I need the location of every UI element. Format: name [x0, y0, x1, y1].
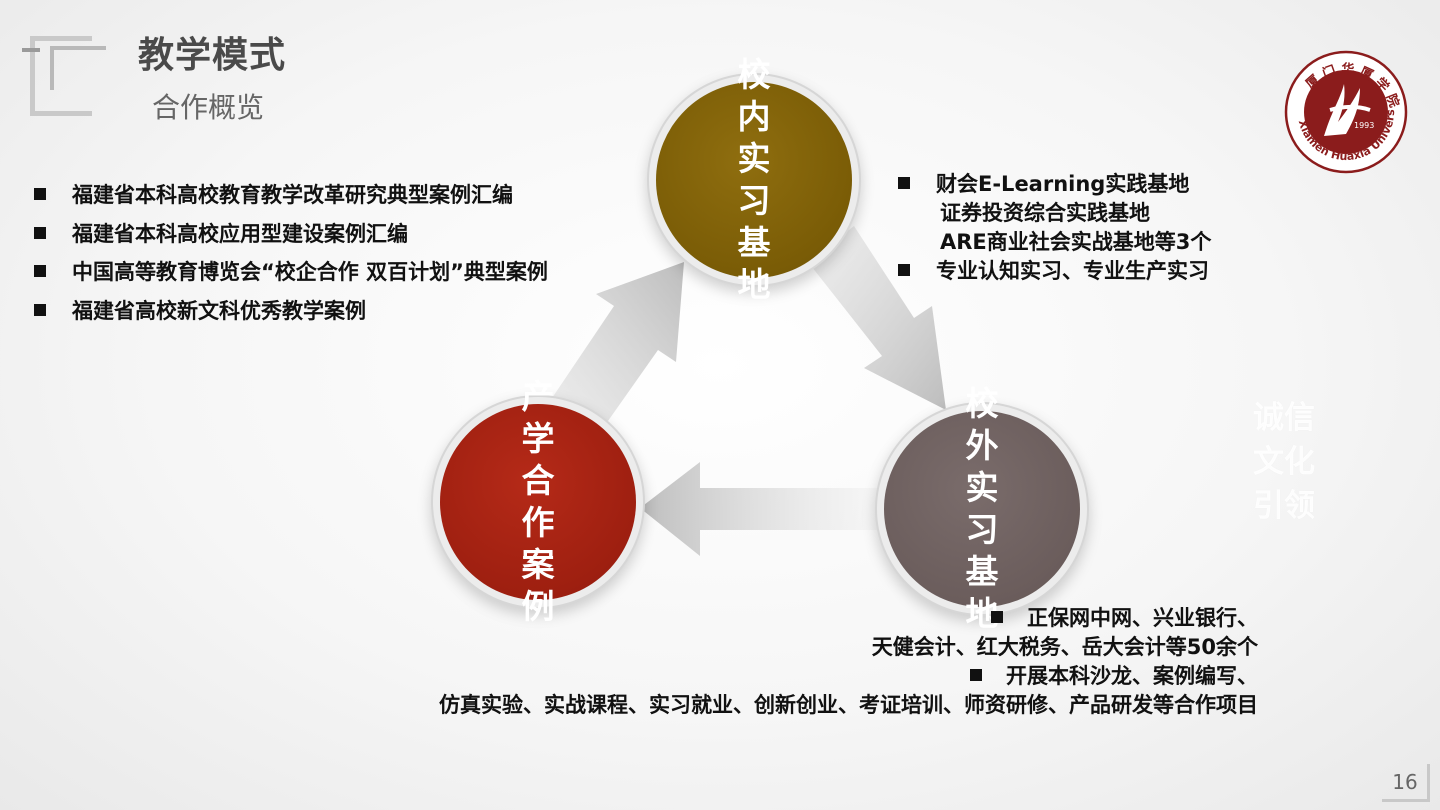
header-deco-inner — [50, 46, 106, 90]
bullet-square-icon — [898, 177, 910, 189]
circle-label: 产学合作案例 — [521, 377, 555, 626]
list-item-text: 中国高等教育博览会“校企合作 双百计划”典型案例 — [72, 260, 548, 284]
list-item: 开展本科沙龙、案例编写、 — [300, 662, 1258, 691]
list-item-text: 福建省本科高校应用型建设案例汇编 — [72, 221, 408, 246]
bullet-square-icon — [34, 303, 46, 316]
list-item-text: 财会E-Learning实践基地 — [936, 172, 1190, 196]
circle-industry-cases: 产学合作案例 — [440, 377, 636, 626]
circle-label: 校内实习基地 — [737, 55, 771, 304]
watermark-text: 诚信文化引领 — [1253, 400, 1315, 524]
svg-text:1993: 1993 — [1354, 121, 1374, 130]
bullet-square-icon — [898, 264, 910, 276]
arrow-to-right — [808, 226, 946, 410]
circle-oncampus-base: 校内实习基地 — [656, 55, 852, 304]
page-number: 16 — [1392, 770, 1418, 794]
list-item: 福建省本科高校应用型建设案例汇编 — [34, 215, 548, 254]
header-deco-frame — [30, 36, 92, 116]
list-item: 正保网中网、兴业银行、 — [300, 604, 1258, 633]
list-item: 福建省高校新文科优秀教学案例 — [34, 292, 548, 331]
list-item-continuation: 仿真实验、实战课程、实习就业、创新创业、考证培训、师资研修、产品研发等合作项目 — [439, 693, 1258, 717]
header-deco-bar — [22, 48, 40, 52]
bullet-square-icon — [970, 669, 982, 681]
list-item-text: 开展本科沙龙、案例编写、 — [1006, 664, 1258, 688]
bottom-bullet-block: 正保网中网、兴业银行、 天健会计、红大税务、岳大会计等50余个 开展本科沙龙、案… — [300, 604, 1258, 720]
bullet-square-icon — [991, 611, 1003, 623]
list-item-text: 专业认知实习、专业生产实习 — [936, 259, 1209, 283]
list-item: 财会E-Learning实践基地 — [898, 170, 1211, 199]
list-item: 专业认知实习、专业生产实习 — [898, 257, 1211, 286]
circle-offcampus-base: 校外实习基地 — [884, 384, 1080, 633]
left-bullet-list: 福建省本科高校教育教学改革研究典型案例汇编 福建省本科高校应用型建设案例汇编 中… — [34, 176, 548, 330]
list-item: 中国高等教育博览会“校企合作 双百计划”典型案例 — [34, 253, 548, 292]
right-bullet-list: 财会E-Learning实践基地 证券投资综合实践基地 ARE商业社会实战基地等… — [898, 170, 1211, 286]
page-subtitle: 合作概览 — [152, 91, 265, 124]
list-item-continuation: ARE商业社会实战基地等3个 — [940, 230, 1212, 254]
list-item-continuation: 天健会计、红大税务、岳大会计等50余个 — [871, 635, 1258, 659]
circle-label: 校外实习基地 — [965, 384, 999, 633]
list-item-text: 正保网中网、兴业银行、 — [1027, 606, 1258, 630]
bullet-square-icon — [34, 226, 46, 239]
bullet-square-icon — [34, 265, 46, 277]
university-logo: 1993 Xiamen Huaxia University 厦 门 华 厦 学 … — [1284, 50, 1408, 174]
bullet-square-icon — [34, 188, 46, 200]
page-title: 教学模式 — [138, 35, 287, 76]
list-item-continuation: 证券投资综合实践基地 — [940, 201, 1150, 225]
list-item: 福建省本科高校教育教学改革研究典型案例汇编 — [34, 176, 548, 215]
list-item-text: 福建省本科高校教育教学改革研究典型案例汇编 — [72, 183, 513, 207]
arrow-to-top — [548, 262, 684, 438]
list-item-text: 福建省高校新文科优秀教学案例 — [72, 298, 366, 323]
arrow-to-left — [640, 462, 884, 556]
page-number-frame — [1382, 764, 1430, 802]
